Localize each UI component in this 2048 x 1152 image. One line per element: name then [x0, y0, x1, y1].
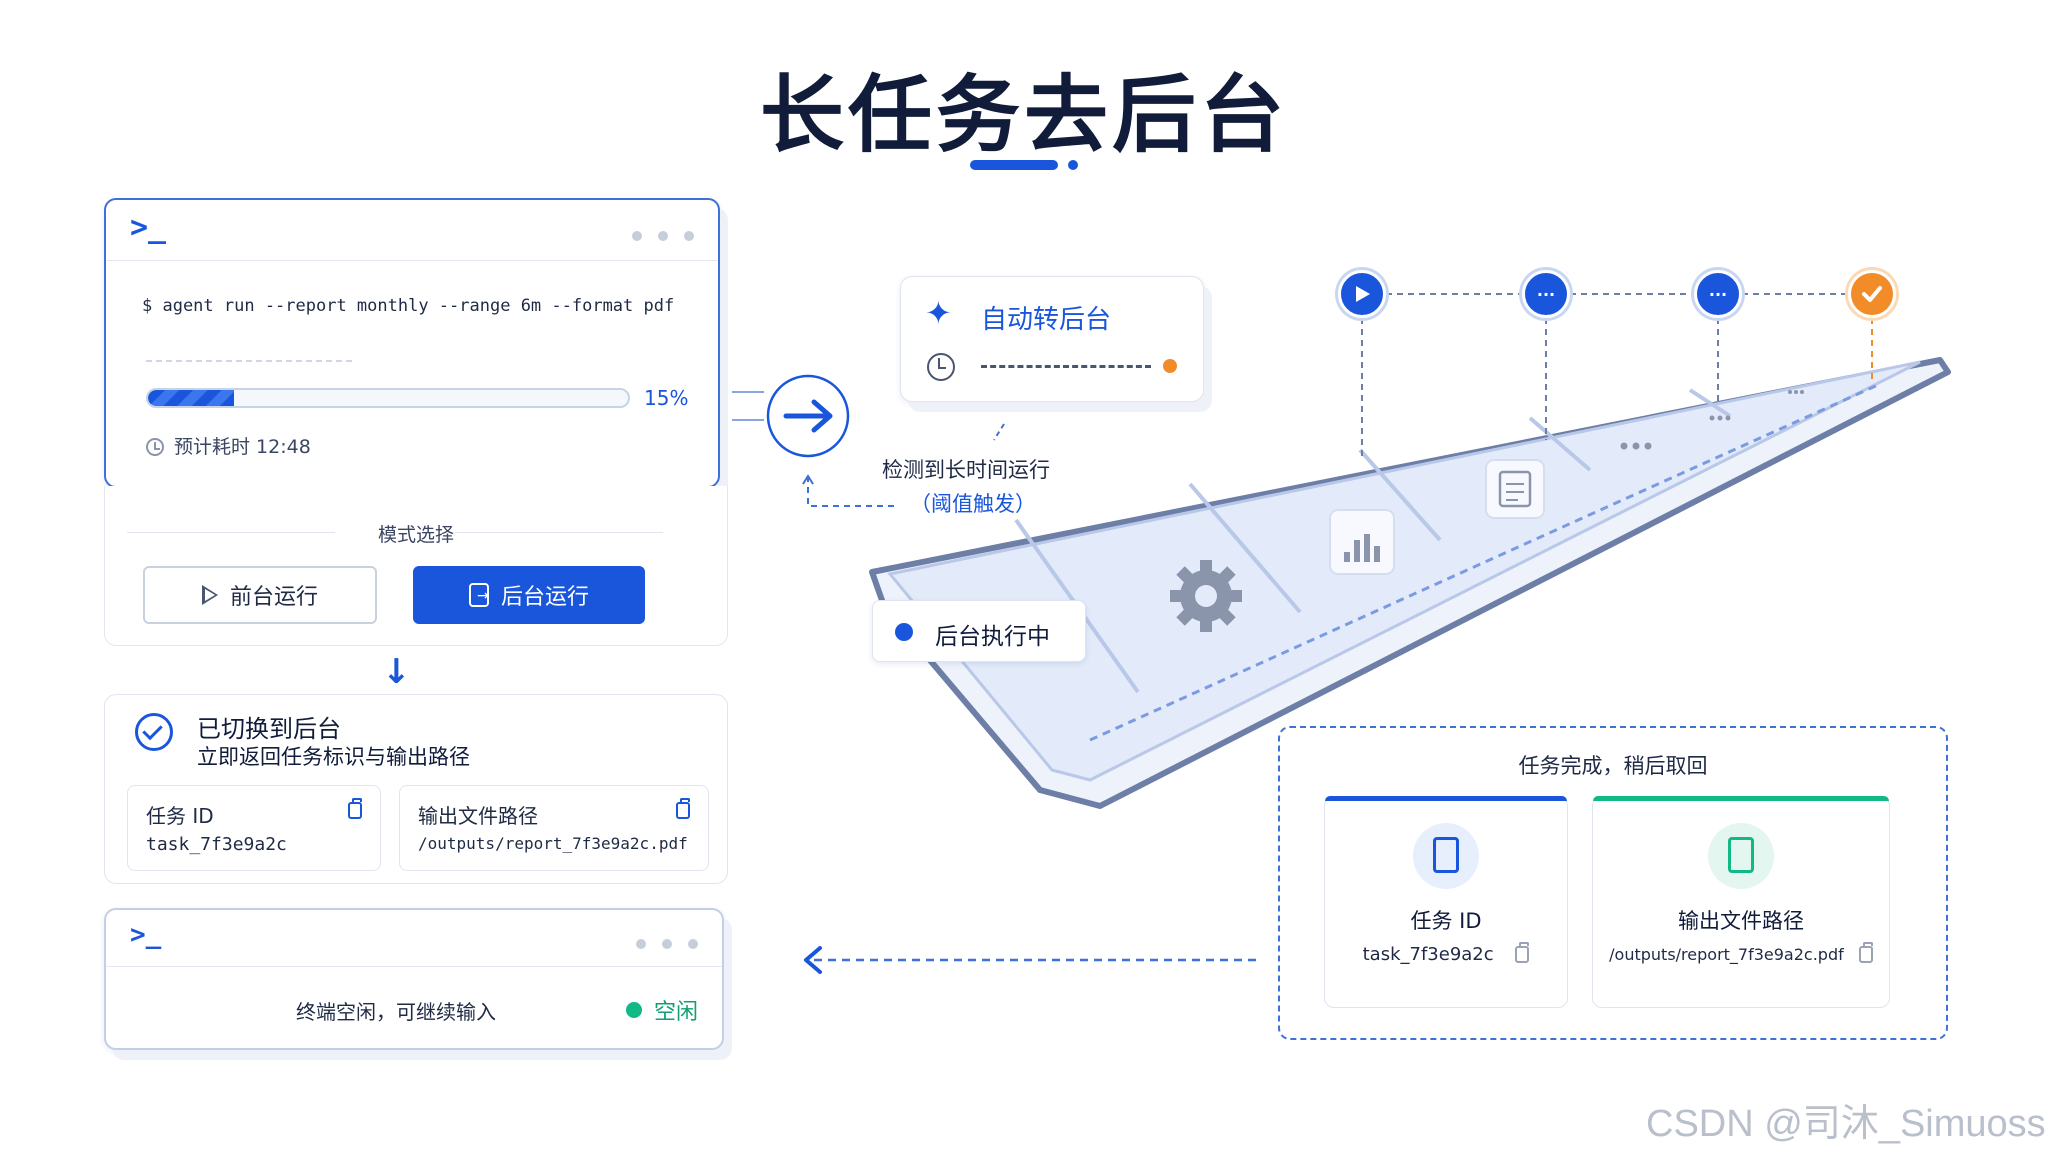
clock-icon: [927, 353, 955, 381]
progress-bar: [146, 388, 630, 408]
play-icon: [201, 585, 218, 605]
detect-arrow-head: [802, 474, 814, 485]
switched-title: 已切换到后台: [197, 715, 341, 743]
task-done-title: 任务完成，稍后取回: [1518, 754, 1708, 778]
foreground-run-button[interactable]: 前台运行: [143, 566, 377, 624]
task-id-label: 任务 ID: [146, 804, 214, 828]
terminal-header: >_: [106, 910, 722, 967]
window-dots-icon: [620, 934, 698, 953]
arrow-down-icon: ↓: [382, 652, 411, 692]
background-run-label: 后台运行: [500, 585, 589, 610]
terminal-status-text: 终端空闲，可继续输入: [296, 1000, 496, 1024]
background-run-button[interactable]: 后台运行: [413, 566, 645, 624]
accent-bar: [1325, 796, 1567, 801]
terminal-prompt-icon: >_: [130, 210, 167, 245]
sparkle-icon: ✦: [925, 294, 952, 332]
result-output-label: 输出文件路径: [1678, 909, 1804, 933]
result-output-card: 输出文件路径 /outputs/report_7f3e9a2c.pdf: [1592, 796, 1890, 1008]
conveyor-surface: [887, 360, 1921, 782]
check-circle-icon: [135, 713, 173, 751]
file-icon: [1708, 823, 1774, 889]
running-label: 后台执行中: [935, 624, 1050, 650]
status-dot-icon: [895, 623, 913, 641]
detect-tick: [993, 423, 1005, 441]
belt-segment: [1528, 416, 1592, 472]
foreground-run-label: 前台运行: [229, 585, 318, 610]
threshold-label: （阈值触发）: [910, 492, 1036, 516]
status-dot-icon: [626, 1002, 642, 1018]
terminal-idle: >_ 终端空闲，可继续输入 空闲: [104, 908, 724, 1050]
divider: [146, 360, 352, 362]
output-path-label: 输出文件路径: [418, 804, 538, 828]
output-path-field: 输出文件路径 /outputs/report_7f3e9a2c.pdf: [399, 785, 709, 871]
arrow-left-icon: [804, 946, 822, 974]
page-title: 长任务去后台: [759, 66, 1288, 164]
command-line: $ agent run --report monthly --range 6m …: [142, 296, 675, 316]
ellipsis-icon: [1620, 390, 1804, 450]
result-output-value: /outputs/report_7f3e9a2c.pdf: [1593, 942, 1889, 964]
window-dots-icon: [616, 226, 694, 245]
belt-segment: [1188, 482, 1302, 614]
accent-bar: [1593, 796, 1889, 801]
terminal-running: >_ $ agent run --report monthly --range …: [104, 198, 720, 488]
auto-background-title: 自动转后台: [981, 305, 1112, 335]
watermark: CSDN @司沐_Simuoss: [1646, 1103, 2046, 1145]
output-path-value: /outputs/report_7f3e9a2c.pdf: [418, 834, 688, 853]
clock-icon: [146, 438, 164, 456]
eta: 预计耗时 12:48: [146, 432, 311, 459]
result-task-id-card: 任务 ID task_7f3e9a2c: [1324, 796, 1568, 1008]
divider: [127, 532, 335, 533]
copy-icon[interactable]: [1858, 942, 1873, 963]
result-task-id-label: 任务 ID: [1410, 909, 1482, 933]
chart-doc-icon: [1329, 509, 1395, 575]
result-task-id-text: task_7f3e9a2c: [1362, 944, 1494, 965]
switched-panel: 已切换到后台 立即返回任务标识与输出路径 任务 ID task_7f3e9a2c…: [104, 694, 728, 884]
mode-select-panel: 模式选择 前台运行 后台运行: [104, 486, 728, 646]
threshold-dot: [1163, 359, 1177, 373]
progress-fill: [148, 390, 235, 406]
running-badge: 后台执行中: [872, 600, 1086, 662]
document-icon: [1413, 823, 1479, 889]
terminal-header: >_: [106, 200, 718, 261]
play-node-icon: [1338, 270, 1386, 318]
belt-segment: [1358, 448, 1442, 542]
copy-icon[interactable]: [348, 798, 362, 819]
ellipsis-node-label: ···: [1708, 284, 1728, 304]
belt-rail: [1089, 382, 1881, 742]
document-icon: [1485, 459, 1545, 519]
mode-select-label: 模式选择: [377, 524, 454, 546]
arrow-right-head: [811, 399, 833, 433]
timer-line: [981, 365, 1151, 368]
gear-icon: [1170, 560, 1242, 632]
copy-icon[interactable]: [1515, 942, 1530, 963]
task-id-field: 任务 ID task_7f3e9a2c: [127, 785, 381, 871]
ellipsis-node-icon: ···: [1522, 270, 1570, 318]
status-badge: 空闲: [654, 1000, 699, 1025]
detect-label: 检测到长时间运行: [882, 458, 1050, 482]
progress-percent: 15%: [644, 386, 689, 410]
result-task-id-value: task_7f3e9a2c: [1325, 942, 1567, 965]
title-underline-dot: [1068, 160, 1078, 170]
divider: [455, 532, 663, 533]
eta-label: 预计耗时 12:48: [174, 436, 311, 458]
task-id-value: task_7f3e9a2c: [146, 834, 287, 855]
check-node-icon: [1848, 270, 1896, 318]
background-icon: [468, 583, 489, 607]
terminal-prompt-icon: >_: [130, 920, 162, 950]
ellipsis-node-icon: ···: [1694, 270, 1742, 318]
belt-segment: [1688, 388, 1732, 418]
title-underline: [970, 160, 1058, 170]
switched-subtitle: 立即返回任务标识与输出路径: [197, 745, 470, 769]
ellipsis-node-label: ···: [1536, 284, 1556, 304]
copy-icon[interactable]: [676, 798, 690, 819]
task-done-panel: 任务完成，稍后取回 任务 ID task_7f3e9a2c 输出文件路径 /ou…: [1278, 726, 1948, 1040]
result-output-text: /outputs/report_7f3e9a2c.pdf: [1609, 945, 1844, 964]
auto-background-card: ✦ 自动转后台: [900, 276, 1204, 402]
